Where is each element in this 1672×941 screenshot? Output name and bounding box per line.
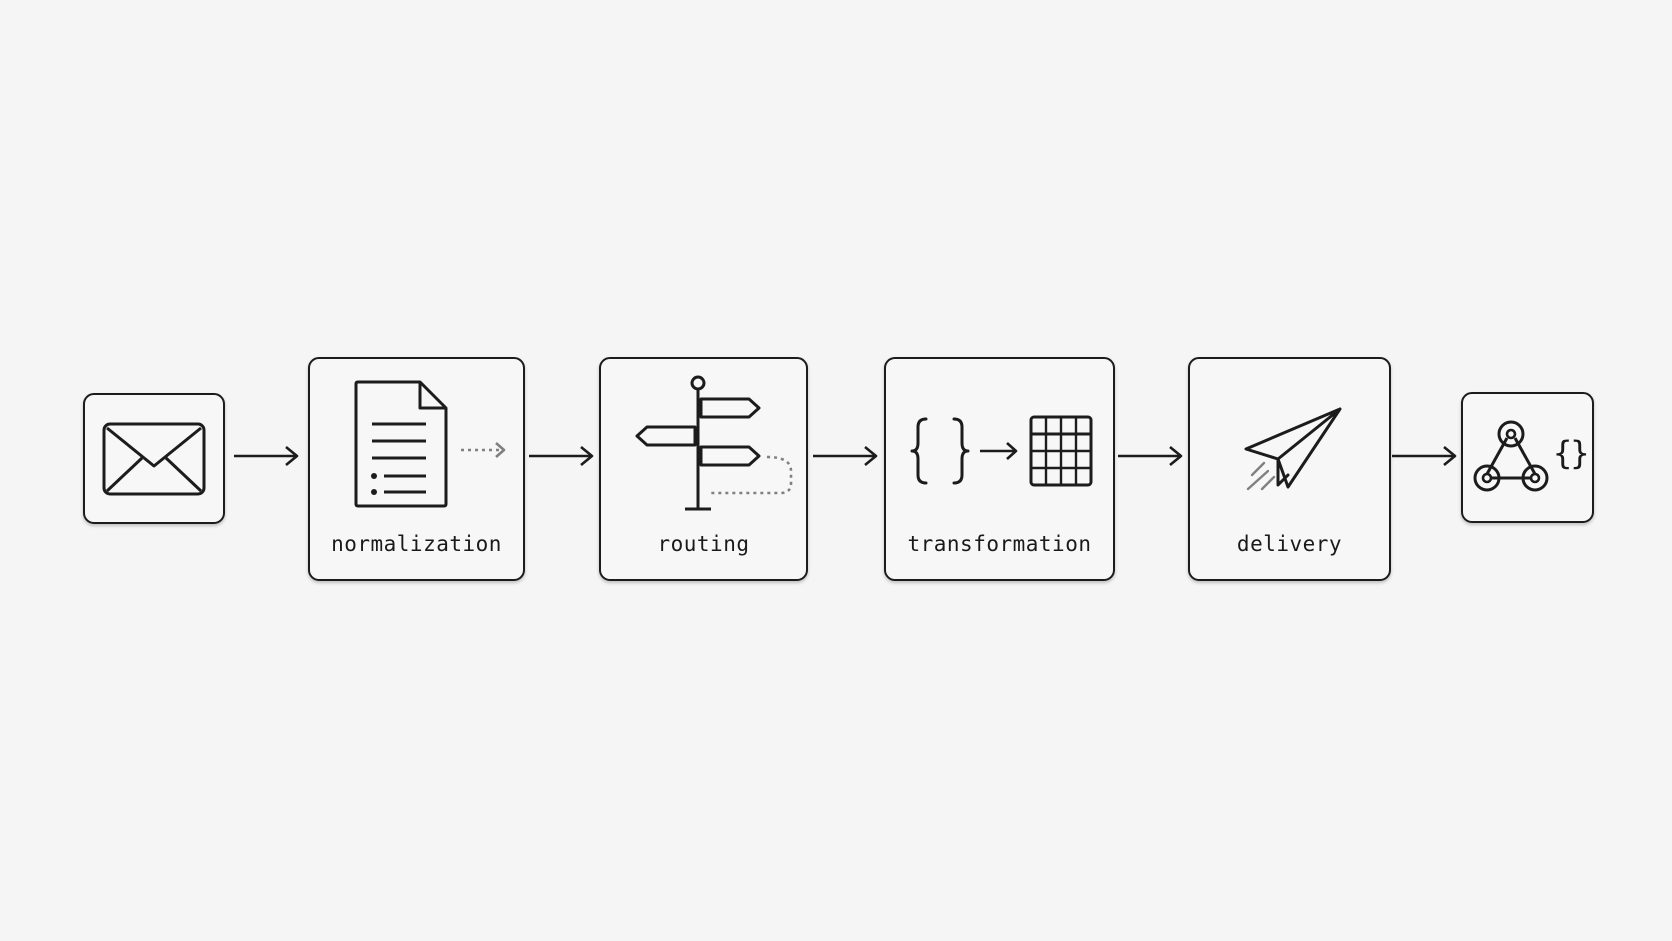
stage-label: routing — [657, 532, 750, 556]
stage-node-normalization: normalization — [308, 357, 525, 581]
connector-arrow — [813, 445, 878, 467]
source-node — [83, 393, 225, 524]
table-grid-icon — [1029, 415, 1093, 487]
stage-label: delivery — [1236, 532, 1343, 556]
stage-label: transformation — [907, 532, 1092, 556]
dotted-arrow-icon — [461, 442, 506, 458]
stage-label: normalization — [331, 532, 502, 556]
connector-arrow — [1392, 445, 1457, 467]
paper-plane-icon — [1244, 407, 1342, 491]
stage-node-routing: routing — [599, 357, 808, 581]
arrow-right-icon — [980, 442, 1018, 460]
connector-arrow — [529, 445, 594, 467]
destination-node: {} — [1461, 392, 1594, 523]
stage-node-delivery: delivery — [1188, 357, 1391, 581]
connector-arrow — [1118, 445, 1183, 467]
connector-arrow — [234, 445, 299, 467]
webhook-icon — [1473, 420, 1549, 492]
document-list-icon — [354, 380, 448, 508]
envelope-icon — [102, 422, 206, 496]
signpost-icon — [635, 375, 793, 511]
curly-braces-icon — [910, 417, 970, 485]
stage-node-transformation: transformation — [884, 357, 1115, 581]
json-braces-icon: {} — [1553, 434, 1590, 472]
